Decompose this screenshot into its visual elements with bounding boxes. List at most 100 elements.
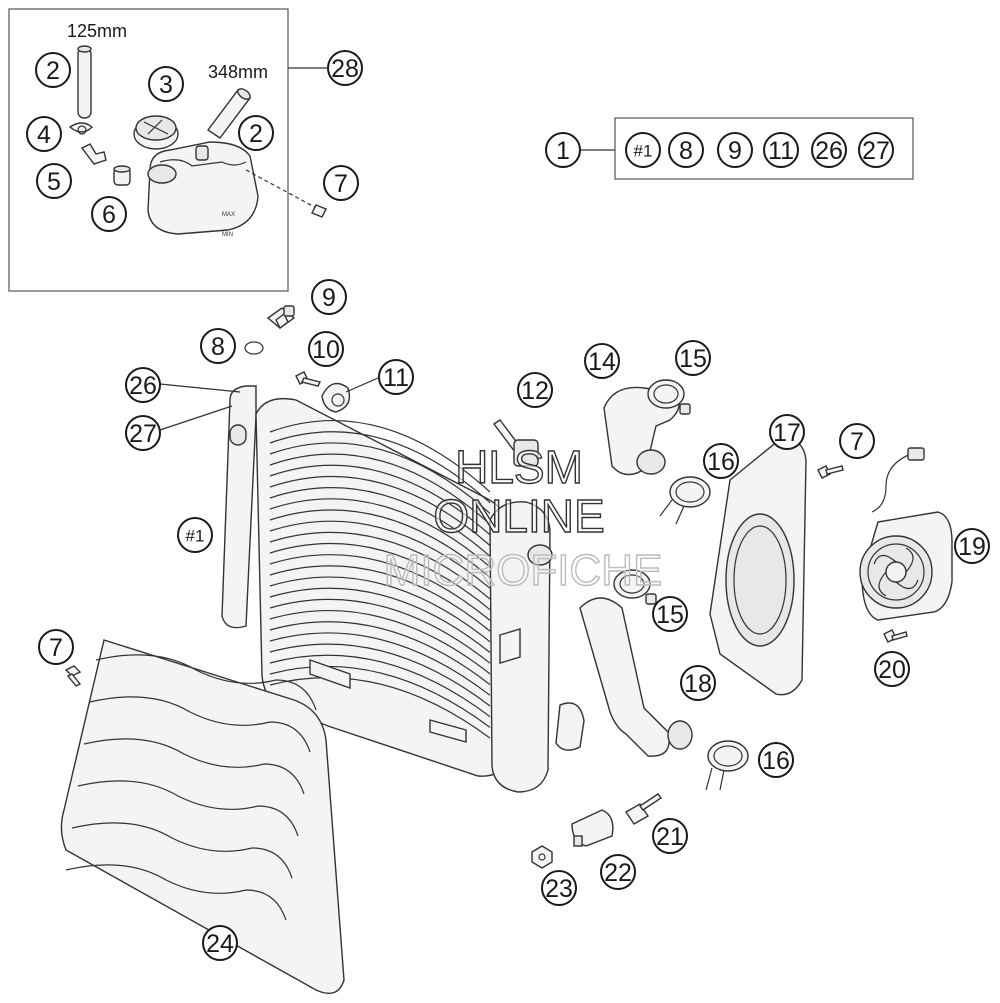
callout-c7a: 7	[323, 165, 359, 201]
clamp-16-upper-part	[659, 476, 711, 525]
watermark-line-2: ONLINE	[433, 490, 604, 542]
callout-circle	[36, 163, 72, 199]
kit-item-number: #1	[634, 142, 653, 161]
kit-item-number: 11	[768, 137, 794, 165]
callout-number: 9	[322, 284, 336, 312]
callout-number: 21	[656, 823, 684, 851]
callout-circle	[584, 343, 620, 379]
callout-number: 24	[206, 930, 234, 958]
callout-c20: 20	[874, 651, 910, 687]
callout-circle	[323, 165, 359, 201]
fan-shroud-part	[709, 435, 807, 696]
callout-circle	[308, 331, 344, 367]
watermark: HLSM ONLINE MICROFICHE	[383, 440, 663, 595]
callout-number: 5	[47, 168, 61, 196]
callout-c7c: 7	[38, 629, 74, 665]
callout-circle	[26, 116, 62, 152]
callout-circle	[177, 517, 213, 553]
kit-item: 9	[717, 132, 753, 168]
callout-c17: 17	[769, 414, 805, 450]
callout-number: 15	[679, 345, 707, 373]
callout-circle	[125, 415, 161, 451]
leader-line-11	[345, 377, 379, 393]
elbow-fitting-part	[80, 143, 107, 165]
kit-box	[614, 117, 914, 180]
callout-number: 16	[707, 448, 735, 476]
short-hose-part	[77, 45, 92, 119]
callout-number: 27	[129, 420, 157, 448]
callout-c16b: 16	[758, 742, 794, 778]
callout-circle	[378, 359, 414, 395]
radiator-fin	[269, 665, 491, 728]
radiator-fin	[269, 643, 491, 707]
fan-part	[859, 447, 953, 621]
callout-number: 16	[762, 747, 790, 775]
kit-item-circle	[668, 132, 704, 168]
callout-c10: 10	[308, 331, 344, 367]
callout-number: 12	[521, 377, 549, 405]
callout-circle	[758, 742, 794, 778]
callout-c5: 5	[36, 163, 72, 199]
grille-slat	[77, 780, 299, 837]
kit-item-number: 27	[862, 137, 890, 165]
callout-number: 10	[312, 336, 340, 364]
callout-number: 28	[331, 55, 359, 83]
callout-c23: 23	[541, 870, 577, 906]
fan-screw-part	[883, 629, 908, 643]
callout-c1: 1	[545, 132, 581, 168]
leader-line-26	[159, 383, 241, 393]
bracket-11-part	[321, 382, 351, 413]
callout-c16a: 16	[703, 443, 739, 479]
callout-circle	[311, 279, 347, 315]
radiator-fin	[269, 498, 491, 568]
grille-screw-part	[64, 665, 82, 687]
expansion-tank-part: MAX MIN	[147, 141, 259, 238]
callout-number: 8	[211, 333, 225, 361]
callout-c2a: 2	[35, 52, 71, 88]
radiator-fin	[269, 464, 491, 536]
callout-circle	[675, 340, 711, 376]
kit-item: 8	[668, 132, 704, 168]
kit-item-number: 26	[815, 137, 843, 165]
kit-item-number: 8	[679, 137, 693, 165]
callout-number: 26	[129, 372, 157, 400]
radiator-fin	[269, 509, 491, 579]
shroud-screw-part	[817, 465, 844, 479]
callout-number: 7	[334, 170, 348, 198]
radiator-fin	[269, 442, 491, 514]
radiator-fin	[269, 610, 491, 675]
radiator-fin	[269, 543, 491, 611]
hose-short-length: 125mm	[67, 21, 127, 41]
nut-23-part	[531, 845, 553, 869]
radiator-fin	[269, 632, 491, 696]
callout-number: 2	[249, 120, 263, 148]
callout-c22: 22	[600, 854, 636, 890]
callout-circle	[874, 651, 910, 687]
grille-slat	[95, 654, 317, 711]
bolt-10-part	[295, 371, 322, 387]
callout-number: 4	[37, 121, 51, 149]
callout-circle	[35, 52, 71, 88]
callout-number: 22	[604, 859, 632, 887]
callout-c19: 19	[954, 528, 990, 564]
o-ring-part	[244, 341, 264, 355]
watermark-line-3: MICROFICHE	[384, 546, 663, 595]
callout-c6: 6	[91, 196, 127, 232]
clamp-15-lower-part	[613, 569, 657, 605]
callout-c15b: 15	[652, 596, 688, 632]
callout-circle	[148, 66, 184, 102]
callout-circle	[200, 328, 236, 364]
clamp-16-lower-part	[705, 740, 749, 791]
kit-item: 26	[811, 132, 847, 168]
radiator-fin	[269, 587, 491, 653]
callout-c7b: 7	[839, 423, 875, 459]
kit-item-circle	[811, 132, 847, 168]
callout-circle	[238, 115, 274, 151]
radiator-grille-part	[60, 639, 345, 994]
callout-number: 23	[545, 875, 573, 903]
callout-c3: 3	[148, 66, 184, 102]
callout-circle	[517, 372, 553, 408]
upper-hose-part	[603, 386, 680, 476]
kit-item-number: 9	[728, 137, 742, 165]
callout-circle	[703, 443, 739, 479]
